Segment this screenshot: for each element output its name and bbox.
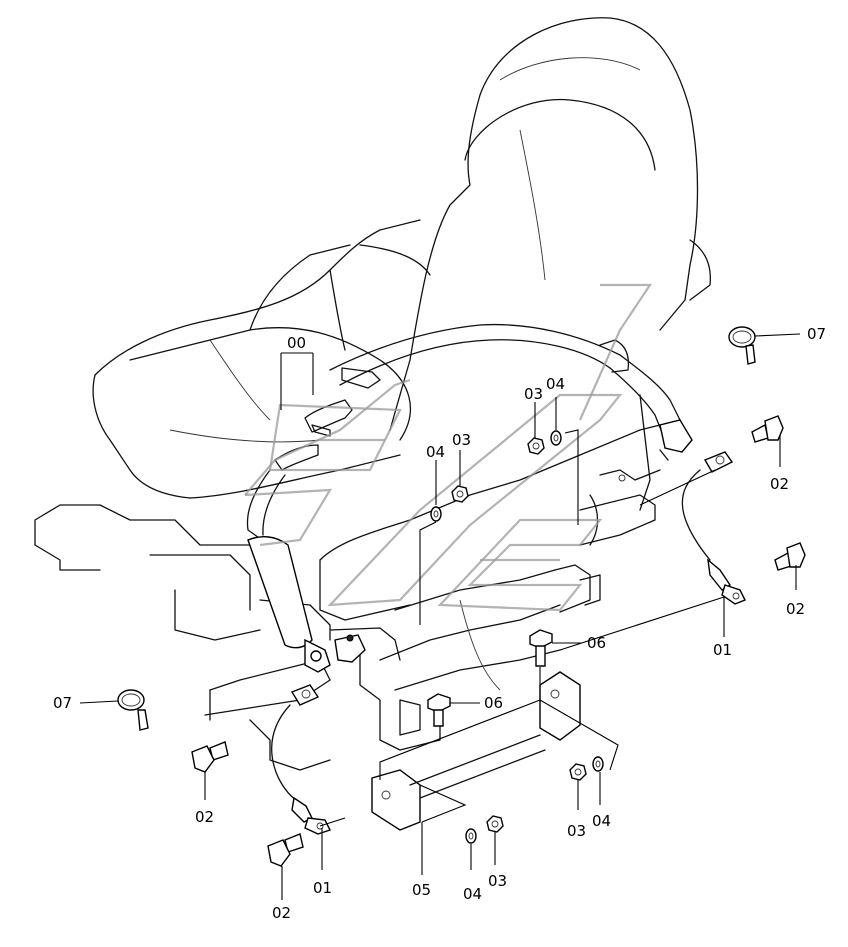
bolt-06-b — [427, 693, 451, 727]
label-00: 00 — [287, 334, 306, 352]
nut-03-c — [569, 763, 587, 781]
label-02-left-top: 02 — [195, 808, 214, 826]
label-04-b: 04 — [546, 375, 565, 393]
cable-01-right — [681, 451, 746, 605]
label-07-left: 07 — [53, 694, 72, 712]
washer-04-b — [550, 430, 562, 446]
parts — [117, 326, 806, 867]
label-01-left: 01 — [313, 879, 332, 897]
seat-drawing — [34, 17, 711, 771]
bolt-06-a — [529, 629, 553, 667]
label-01-right: 01 — [713, 641, 732, 659]
washer-04-a — [430, 506, 442, 522]
label-06-b: 06 — [484, 694, 503, 712]
label-05: 05 — [412, 881, 431, 899]
label-04-d: 04 — [463, 885, 482, 903]
washer-04-c — [592, 756, 604, 772]
label-07-right: 07 — [807, 325, 826, 343]
label-03-a: 03 — [452, 431, 471, 449]
bolt-02-left-bottom — [267, 833, 304, 867]
nut-03-b — [527, 437, 545, 455]
bracket-05 — [371, 671, 581, 831]
label-06-a: 06 — [587, 634, 606, 652]
label-03-b: 03 — [524, 385, 543, 403]
cable-01-left — [271, 684, 331, 835]
label-02-right-top: 02 — [770, 475, 789, 493]
clamp-07-right — [728, 326, 756, 365]
watermark-logo — [244, 283, 653, 612]
bolt-02-right-top — [751, 415, 784, 443]
leader-lines — [79, 333, 801, 900]
nut-03-d — [486, 815, 504, 833]
label-04-a: 04 — [426, 443, 445, 461]
bolt-02-right-bottom — [774, 542, 806, 571]
bolt-02-left-top — [191, 741, 229, 773]
label-03-c: 03 — [567, 822, 586, 840]
clamp-07-left — [117, 689, 149, 731]
label-03-d: 03 — [488, 872, 507, 890]
nut-03-a — [451, 485, 469, 503]
label-04-c: 04 — [592, 812, 611, 830]
washer-04-d — [465, 828, 477, 844]
label-02-right-bottom: 02 — [786, 600, 805, 618]
label-02-left-bottom: 02 — [272, 904, 291, 922]
part-labels: 00 07 07 02 02 02 02 01 01 03 04 03 04 0… — [53, 325, 826, 922]
